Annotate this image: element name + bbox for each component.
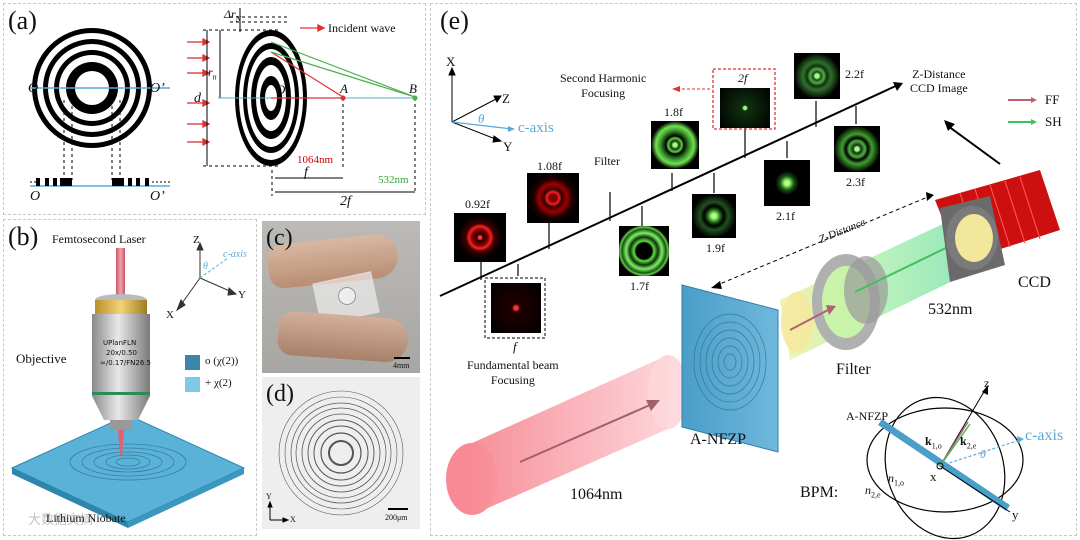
c-axis-e: c-axis	[518, 120, 554, 136]
axis-y-e: Y	[503, 139, 513, 154]
tile-2f	[720, 88, 770, 128]
theta-e: θ	[478, 111, 485, 126]
panel-a-label: (a)	[8, 6, 37, 35]
tile-0.92f	[454, 213, 506, 262]
tile-1.8f	[651, 121, 699, 169]
axis-z-e: Z	[502, 91, 510, 106]
panel-b-label: (b)	[8, 222, 39, 251]
label-O-prime-bottom: O’	[150, 189, 165, 204]
legend-o: o (χ(2))	[205, 355, 239, 367]
legend-sh: SH	[1045, 114, 1062, 129]
second-harmonic-label: Second Harmonic Focusing	[560, 71, 647, 100]
label-O-prime-left: O’	[150, 81, 165, 96]
tile-label-f: f	[513, 339, 517, 354]
tile-label-1.08f: 1.08f	[537, 159, 562, 173]
scale-d: 200μm	[385, 513, 408, 522]
tile-label-1.7f: 1.7f	[630, 279, 649, 293]
label-B: B	[409, 81, 417, 96]
bpm-theta: θ	[980, 447, 986, 461]
tile-2.1f	[764, 160, 810, 206]
label-A: A	[340, 81, 348, 96]
legend-ff: FF	[1045, 92, 1060, 107]
watermark: 大数据文摘	[28, 513, 94, 528]
bpm-n1: n1,o	[888, 471, 904, 488]
axis-y-d: Y	[266, 492, 272, 501]
panel-c-label: (c)	[266, 225, 293, 251]
tile-label-2.2f: 2.2f	[845, 67, 864, 81]
tile-label-0.92f: 0.92f	[465, 197, 490, 211]
tile-1.9f	[692, 194, 736, 238]
axis-x-d: X	[290, 515, 296, 524]
label-O-right: O	[276, 82, 286, 97]
panel-b	[3, 219, 257, 536]
label-delta-r: ΔrN	[224, 7, 242, 24]
wl-1064-e: 1064nm	[570, 486, 623, 503]
filter-label: Filter	[836, 361, 871, 378]
panel-d-label: (d)	[266, 381, 294, 407]
axis-x-b: X	[166, 309, 174, 321]
tile-label-2.3f: 2.3f	[846, 175, 865, 189]
ccd-label: CCD	[1018, 274, 1051, 291]
c-axis-b: c-axis	[223, 249, 247, 260]
tile-1.7f	[619, 226, 669, 276]
theta-b: θ	[203, 261, 208, 272]
micrograph	[262, 377, 420, 529]
axis-z-b: Z	[193, 234, 200, 246]
bpm-label: BPM:	[800, 484, 839, 501]
wavelength-532: 532nm	[378, 174, 409, 186]
fundamental-label: Fundamental beam Focusing	[467, 358, 559, 387]
tile-label-2f: 2f	[738, 71, 748, 85]
panel-e	[430, 3, 1077, 536]
bpm-c-axis: c-axis	[1025, 427, 1064, 444]
wavelength-1064: 1064nm	[297, 154, 334, 166]
axis-x-e: X	[446, 54, 456, 69]
bpm-anfzp-label: A-NFZP	[846, 409, 889, 423]
tile-label-2.1f: 2.1f	[776, 209, 795, 223]
bpm-x: x	[930, 469, 937, 484]
tile-label-1.8f: 1.8f	[664, 105, 683, 119]
tile-2.2f	[794, 53, 840, 99]
label-d: d	[194, 91, 201, 106]
crystal-label: Lithium Niobate	[46, 511, 126, 525]
tile-1.08f	[527, 173, 579, 223]
tile-f	[491, 283, 541, 333]
label-r-n: rn	[208, 65, 217, 82]
filter-top-label: Filter	[594, 154, 620, 168]
axis-y-b: Y	[238, 289, 246, 301]
tile-label-1.9f: 1.9f	[706, 241, 725, 255]
z-distance-ccd-label: Z-Distance CCD Image	[910, 67, 968, 96]
bpm-k1: k1,o	[925, 434, 942, 451]
wl-532-e: 532nm	[928, 301, 973, 318]
bpm-y: y	[1012, 507, 1019, 522]
bpm-z: z	[984, 376, 990, 390]
panel-a	[3, 3, 426, 215]
label-2f: 2f	[340, 194, 351, 209]
label-f: f	[304, 165, 308, 180]
bpm-n2: n2,e	[865, 483, 881, 500]
label-O-bottom: O	[30, 189, 41, 204]
lens-text-3: ∞/0.17/FN26.5	[100, 359, 151, 367]
bpm-k2: k2,e	[960, 434, 977, 451]
lens-text-1: UPlanFLN	[103, 339, 137, 347]
incident-wave-label: Incident wave	[328, 21, 396, 35]
scale-c: 4mm	[393, 361, 410, 370]
anfzp-label: A-NFZP	[690, 431, 747, 448]
photo-sample	[262, 221, 420, 373]
laser-label: Femtosecond Laser	[52, 232, 146, 246]
panel-e-label: (e)	[440, 6, 469, 35]
tile-2.3f	[834, 126, 880, 172]
legend-plus: + χ(2)	[205, 377, 232, 389]
label-O-left: O	[28, 81, 39, 96]
lens-text-2: 20x/0.50	[106, 349, 137, 357]
scale-bar-c	[394, 357, 410, 359]
objective-label: Objective	[16, 351, 67, 366]
